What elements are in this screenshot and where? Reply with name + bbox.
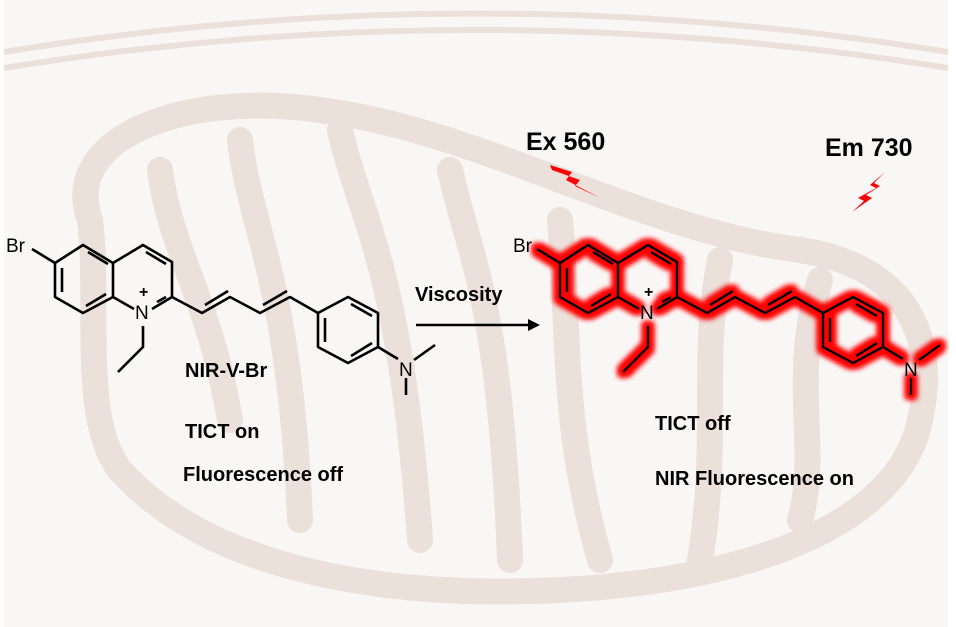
- compound-name: NIR-V-Br: [185, 360, 268, 382]
- right-atom-br: Br: [513, 236, 532, 257]
- right-charge: +: [644, 284, 654, 301]
- left-state-tict: TICT on: [185, 421, 260, 443]
- outer-membrane-arc: [3, 10, 949, 55]
- viscosity-arrow: [416, 319, 540, 331]
- right-state-fluorescence: NIR Fluorescence on: [655, 468, 854, 490]
- left-charge: +: [139, 284, 149, 301]
- left-atom-br: Br: [6, 236, 25, 257]
- arrow-label: Viscosity: [415, 284, 503, 306]
- right-atom-n-amine: N: [904, 360, 918, 381]
- left-atom-n-amine: N: [399, 360, 413, 381]
- left-state-fluorescence: Fluorescence off: [183, 464, 344, 486]
- left-atom-n-plus: N: [135, 303, 149, 324]
- lightning-excitation-icon: [550, 165, 600, 198]
- right-atom-n-plus: N: [640, 303, 654, 324]
- inner-membrane-arc: [3, 27, 949, 71]
- excitation-label: Ex 560: [526, 128, 606, 156]
- right-state-tict: TICT off: [655, 413, 731, 435]
- emission-label: Em 730: [825, 134, 913, 162]
